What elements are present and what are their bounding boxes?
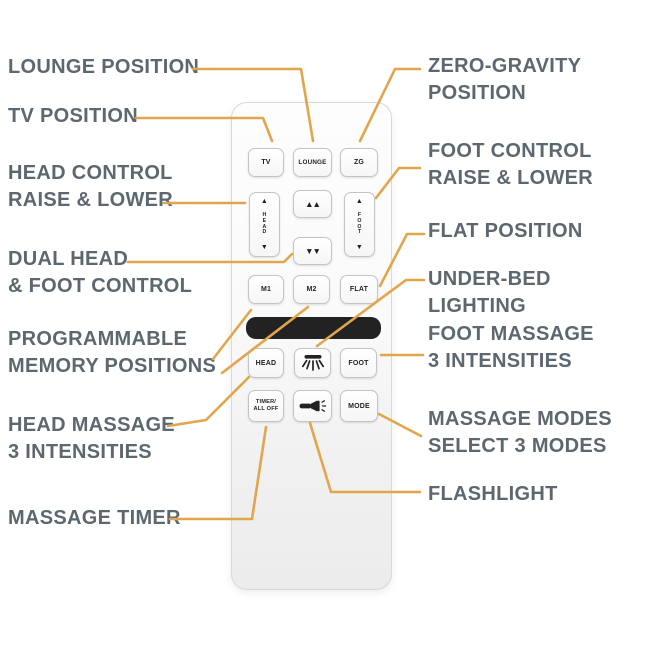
timer-all-off-button[interactable]: TIMER/ ALL OFF	[248, 390, 284, 422]
down-arrow-icon: ▼	[355, 244, 364, 251]
flashlight-icon	[299, 400, 326, 412]
callout-label-head-massage: HEAD MASSAGE 3 INTENSITIES	[8, 414, 175, 463]
zg-button[interactable]: ZG	[340, 148, 378, 177]
callout-label-foot-massage: FOOT MASSAGE 3 INTENSITIES	[428, 323, 594, 372]
callout-label-tv-position: TV POSITION	[8, 105, 138, 127]
down-arrow-icon: ▼	[260, 244, 269, 251]
head-rocker-button[interactable]: ▲ H E A D ▼	[249, 192, 280, 257]
remote-control-body: TV LOUNGE ZG ▲ H E A D ▼ ▲▲ ▼▼ ▲ F O O T…	[231, 102, 392, 590]
callout-label-programmable-memory: PROGRAMMABLE MEMORY POSITIONS	[8, 328, 217, 377]
callout-label-head-control: HEAD CONTROL RAISE & LOWER	[8, 162, 174, 211]
foot-rocker-button[interactable]: ▲ F O O T ▼	[344, 192, 375, 257]
callout-label-under-bed-lighting: UNDER-BED LIGHTING	[428, 268, 551, 317]
callout-label-zero-gravity: ZERO-GRAVITY POSITION	[428, 55, 582, 104]
callout-label-foot-control: FOOT CONTROL RAISE & LOWER	[428, 140, 594, 189]
up-arrow-icon: ▲	[355, 198, 364, 205]
dual-down-button[interactable]: ▼▼	[293, 237, 332, 265]
display-bar	[246, 317, 381, 339]
callout-label-flat-position: FLAT POSITION	[428, 220, 583, 242]
callout-label-flashlight: FLASHLIGHT	[428, 483, 558, 505]
callout-label-massage-timer: MASSAGE TIMER	[8, 507, 181, 529]
tv-button[interactable]: TV	[248, 148, 284, 177]
foot-massage-button[interactable]: FOOT	[340, 348, 377, 378]
callout-label-lounge-position: LOUNGE POSITION	[8, 56, 200, 78]
foot-rocker-label: F O O T	[357, 211, 362, 236]
callout-label-dual-head-foot: DUAL HEAD & FOOT CONTROL	[8, 248, 193, 297]
head-massage-button[interactable]: HEAD	[248, 348, 284, 378]
m2-button[interactable]: M2	[293, 275, 330, 304]
flashlight-button[interactable]	[293, 390, 332, 422]
head-rocker-label: H E A D	[262, 211, 267, 236]
under-bed-light-icon	[301, 354, 324, 371]
lounge-button[interactable]: LOUNGE	[293, 148, 332, 177]
mode-button[interactable]: MODE	[340, 390, 378, 422]
dual-up-arrow-icon: ▲▲	[305, 198, 321, 209]
dual-up-button[interactable]: ▲▲	[293, 190, 332, 218]
callout-label-massage-modes: MASSAGE MODES SELECT 3 MODES	[428, 408, 612, 457]
dual-down-arrow-icon: ▼▼	[305, 245, 321, 256]
up-arrow-icon: ▲	[260, 198, 269, 205]
m1-button[interactable]: M1	[248, 275, 284, 304]
under-bed-light-button[interactable]	[294, 348, 331, 378]
flat-button[interactable]: FLAT	[340, 275, 378, 304]
